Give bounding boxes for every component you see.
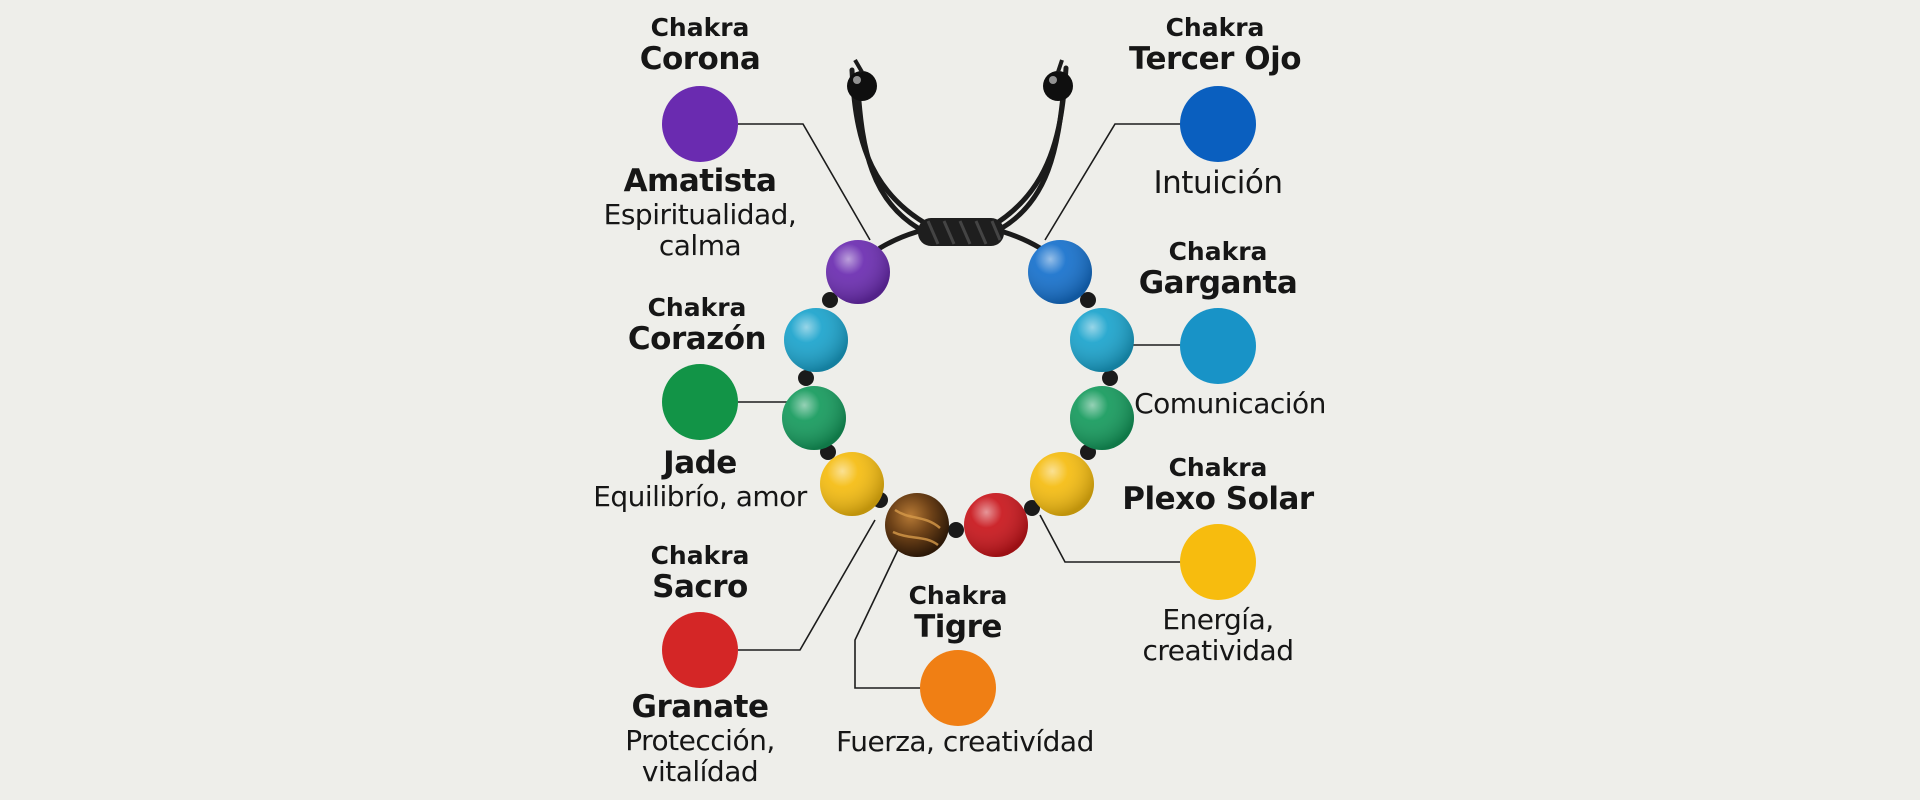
chakra-name: Tercer Ojo: [1128, 41, 1302, 77]
chakra-name: Tigre: [914, 609, 1002, 645]
cord-end-bead-left: [847, 71, 877, 101]
stone-granate: Granate Protección, vitalídad: [580, 689, 820, 789]
chakra-name: Plexo Solar: [1122, 481, 1314, 517]
desc-line2: creatividad: [1142, 634, 1295, 668]
stone-desc: Equilibrío, amor: [593, 479, 807, 513]
chakra-name: Sacro: [652, 569, 748, 605]
chakra-label: Chakra: [1165, 13, 1265, 42]
chakra-name: Corona: [639, 41, 761, 77]
swatch-corona: [662, 86, 738, 162]
swatch-sacro: [662, 612, 738, 688]
connector-corona: [738, 123, 871, 241]
desc-text: Fuerza, creativídad: [836, 725, 1094, 758]
cord-end-bead-right: [1043, 71, 1073, 101]
bead-tiger-eye: [885, 493, 949, 557]
label-chakra-plexo-solar: Chakra Plexo Solar: [1108, 454, 1328, 517]
chakra-label: Chakra: [650, 13, 750, 42]
chakra-label: Chakra: [647, 293, 747, 322]
stone-desc-line1: Espiritualidad,: [603, 197, 797, 231]
desc-intuicion: Intuición: [1118, 166, 1318, 201]
chakra-label: Chakra: [650, 541, 750, 570]
connector-lines: [738, 123, 1187, 689]
stone-name: Jade: [663, 445, 737, 481]
bracelet-beads: [782, 240, 1134, 557]
stone-desc-line2: calma: [658, 229, 742, 263]
stone-name: Amatista: [623, 163, 777, 199]
desc-energia: Energía, creatividad: [1118, 604, 1318, 667]
desc-text: Intuición: [1153, 165, 1283, 201]
stone-jade: Jade Equilibrío, amor: [580, 446, 820, 512]
label-chakra-tercer-ojo: Chakra Tercer Ojo: [1110, 14, 1320, 77]
label-chakra-corazon: Chakra Corazón: [597, 294, 797, 357]
chakra-label: Chakra: [908, 581, 1008, 610]
chakra-name: Corazón: [627, 321, 767, 357]
chakra-label: Chakra: [1168, 237, 1268, 266]
swatch-tercer-ojo: [1180, 86, 1256, 162]
connector-plexo-solar: [1039, 514, 1187, 563]
chakra-swatches: [662, 86, 1256, 726]
desc-comunicacion: Comunicación: [1120, 387, 1340, 420]
stone-desc-line1: Protección,: [625, 723, 775, 757]
swatch-corazon: [662, 364, 738, 440]
stone-amatista: Amatista Espiritualidad, calma: [570, 163, 830, 263]
label-chakra-tigre: Chakra Tigre: [858, 582, 1058, 645]
chakra-name: Garganta: [1138, 265, 1298, 301]
label-chakra-corona: Chakra Corona: [600, 14, 800, 77]
desc-fuerza: Fuerza, creativídad: [825, 725, 1105, 758]
stone-name: Granate: [631, 689, 769, 725]
swatch-garganta: [1180, 308, 1256, 384]
desc-line1: Energía,: [1162, 603, 1274, 636]
chakra-label: Chakra: [1168, 453, 1268, 482]
connector-sacro: [738, 519, 876, 651]
stone-desc-line2: vitalídad: [641, 755, 759, 789]
sliding-knot: [918, 218, 1004, 246]
desc-text: Comunicación: [1134, 387, 1326, 420]
connector-tercer-ojo: [1044, 123, 1187, 241]
connector-tigre: [854, 534, 924, 689]
label-chakra-garganta: Chakra Garganta: [1118, 238, 1318, 301]
label-chakra-sacro: Chakra Sacro: [600, 542, 800, 605]
swatch-tigre: [920, 650, 996, 726]
swatch-plexo-solar: [1180, 524, 1256, 600]
